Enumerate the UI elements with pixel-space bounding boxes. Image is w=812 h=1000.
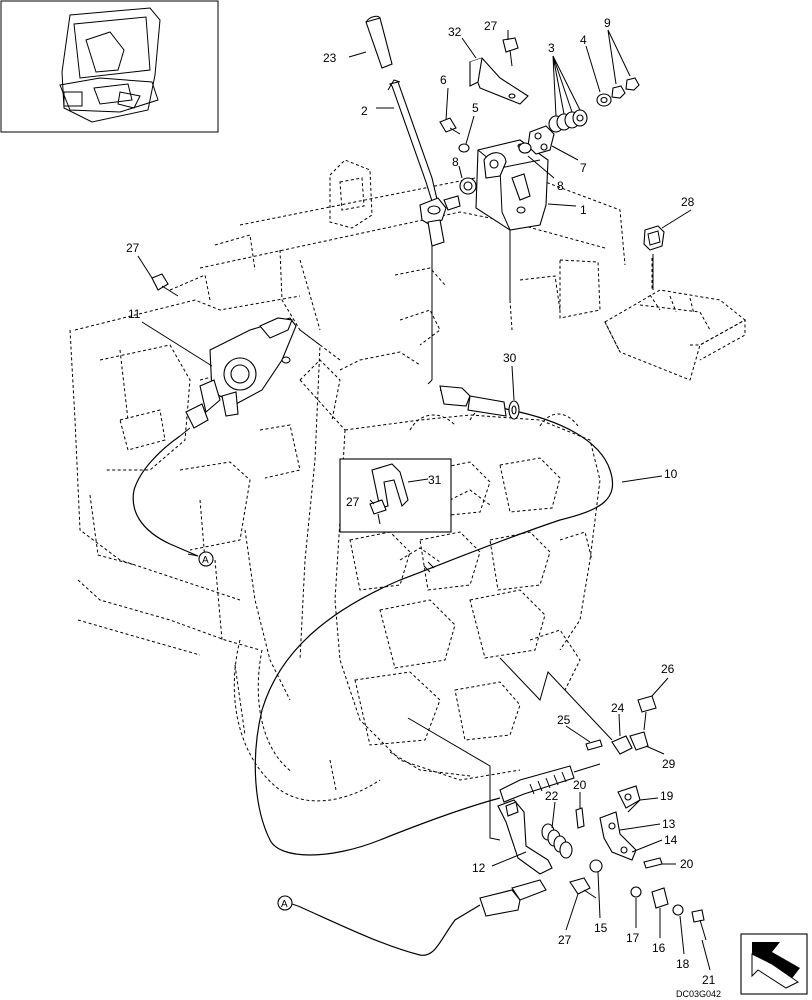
connector-marker-a-bottom: A	[277, 895, 293, 911]
callout-20: 20	[680, 857, 694, 871]
callout-4: 4	[580, 33, 587, 47]
connector-label: A	[202, 555, 209, 566]
callout-1: 1	[580, 203, 587, 217]
callout-13: 13	[662, 817, 676, 831]
callout-7: 7	[580, 161, 587, 175]
callout-18: 18	[676, 957, 690, 971]
callout-3: 3	[548, 41, 555, 55]
callout-9: 9	[604, 16, 611, 30]
callout-30: 30	[503, 351, 517, 365]
lower-linkage-assembly	[407, 657, 707, 941]
callout-5: 5	[472, 101, 479, 115]
callout-19: 19	[660, 789, 674, 803]
callout-25: 25	[557, 713, 571, 727]
excavator-thumbnail-icon	[0, 0, 219, 133]
callout-2: 2	[361, 104, 368, 118]
callout-11: 11	[128, 307, 141, 321]
callout-6: 6	[440, 73, 447, 87]
switch-part-28	[643, 225, 665, 251]
callout-12: 12	[472, 861, 486, 875]
callout-27: 27	[346, 495, 360, 509]
callout-labels: 23 2 6 5 8 32 27 3 4 9 7 8 1 28 27 11 30…	[126, 16, 716, 987]
callout-26: 26	[661, 662, 675, 676]
callout-21: 21	[702, 973, 716, 987]
callout-16: 16	[652, 941, 666, 955]
servo-motor-part-11	[151, 273, 297, 437]
callout-8: 8	[452, 155, 459, 169]
callout-20: 20	[573, 778, 587, 792]
callout-32: 32	[448, 25, 462, 39]
callout-15: 15	[594, 921, 608, 935]
connector-label: A	[281, 899, 288, 910]
callout-29: 29	[662, 757, 676, 771]
drawing-code: DC03G042	[676, 989, 721, 999]
connector-marker-a-top: A	[198, 551, 214, 567]
callout-27: 27	[558, 933, 572, 947]
callout-24: 24	[611, 701, 625, 715]
control-module-housing	[604, 258, 746, 381]
leader-lines	[137, 29, 711, 971]
callout-10: 10	[664, 467, 678, 481]
engine-outline	[69, 159, 626, 802]
callout-8: 8	[557, 179, 564, 193]
callout-28: 28	[681, 195, 695, 209]
callout-27: 27	[126, 241, 140, 255]
inset-detail-box	[339, 458, 452, 533]
callout-22: 22	[545, 789, 559, 803]
front-direction-arrow-icon	[740, 933, 808, 995]
callout-17: 17	[626, 931, 640, 945]
callout-14: 14	[664, 833, 678, 847]
callout-23: 23	[323, 51, 337, 65]
callout-27: 27	[484, 19, 498, 33]
callout-31: 31	[428, 473, 442, 487]
throttle-lever-assembly	[365, 15, 640, 385]
cable-routing	[132, 385, 614, 956]
